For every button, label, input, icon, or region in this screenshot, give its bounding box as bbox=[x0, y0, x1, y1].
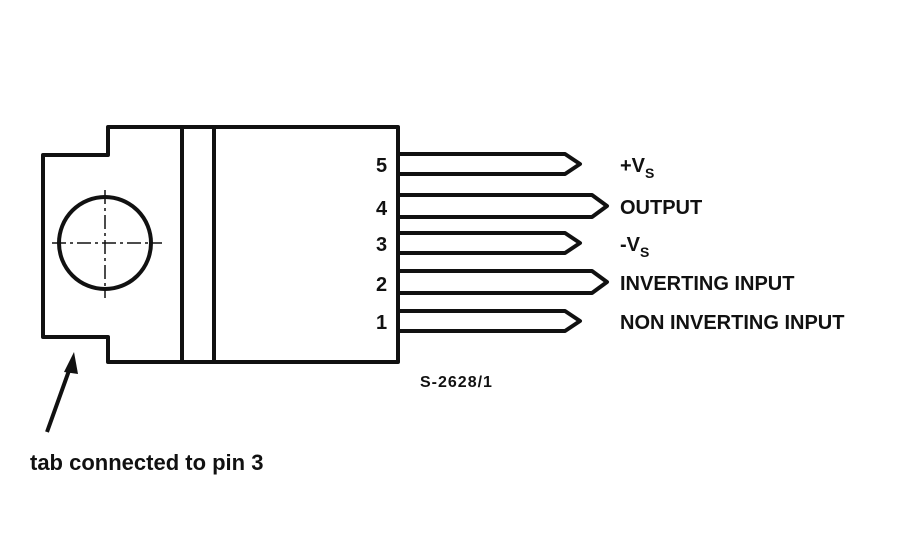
pin-number-4: 4 bbox=[376, 198, 388, 220]
pin-lead-5 bbox=[398, 152, 582, 176]
pin-lead-1 bbox=[398, 309, 582, 333]
pin-label-3-sub: S bbox=[640, 244, 649, 260]
pin-leads bbox=[398, 152, 609, 333]
pin-label-5-main: +V bbox=[620, 155, 646, 177]
pin-number-1: 1 bbox=[376, 312, 387, 334]
pin-lead-2 bbox=[398, 269, 609, 295]
tab-annotation: tab connected to pin 3 bbox=[30, 450, 263, 475]
pin-lead-4 bbox=[398, 193, 609, 219]
pin-label-3: -VS bbox=[620, 234, 649, 260]
pin-label-1: NON INVERTING INPUT bbox=[620, 312, 844, 334]
pin-number-2: 2 bbox=[376, 274, 387, 296]
pin-number-3: 3 bbox=[376, 234, 387, 256]
drawing-code: S-2628/1 bbox=[420, 374, 493, 391]
pin-label-4: OUTPUT bbox=[620, 197, 702, 219]
pin-label-2: INVERTING INPUT bbox=[620, 273, 794, 295]
annotation-arrow bbox=[45, 352, 78, 433]
pin-label-5: +VS bbox=[620, 155, 654, 181]
pin-label-5-sub: S bbox=[645, 165, 654, 181]
pin-lead-3 bbox=[398, 231, 582, 255]
pin-label-3-main: -V bbox=[620, 234, 641, 256]
package-outline bbox=[41, 125, 400, 364]
pin-number-5: 5 bbox=[376, 155, 387, 177]
